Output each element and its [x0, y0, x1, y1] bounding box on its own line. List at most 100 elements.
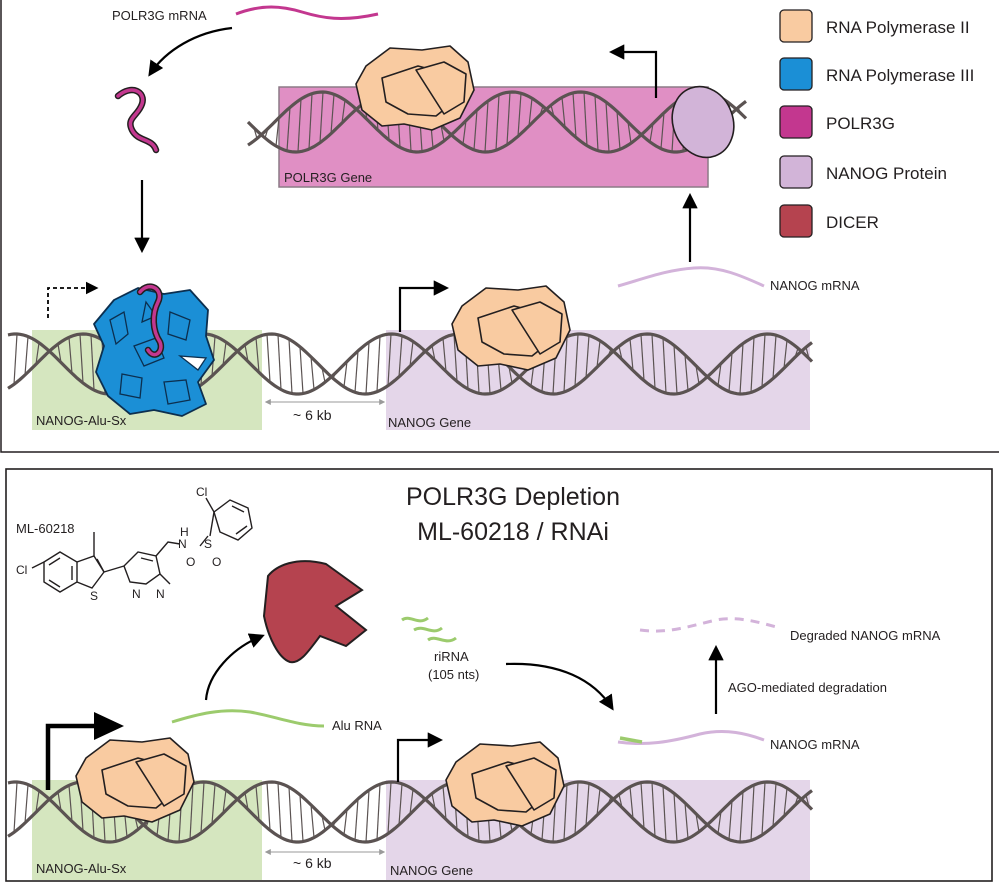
helix-rung	[299, 346, 304, 394]
helix-rung	[244, 792, 249, 810]
atom-s-ring: S	[90, 589, 98, 603]
helix-rung	[563, 336, 568, 393]
atom-n-amide: N	[178, 537, 187, 551]
helix-rung	[660, 112, 665, 149]
helix-rung	[750, 336, 755, 393]
atom-h-amide: H	[180, 525, 189, 539]
helix-rung	[596, 340, 601, 368]
legend-swatch-rna-pol-ii	[779, 9, 813, 43]
helix-rung	[585, 335, 590, 378]
helix-rung	[275, 117, 280, 147]
helix-rung	[57, 791, 62, 811]
helix-rung	[244, 344, 249, 362]
helix-rung	[583, 92, 588, 146]
helix-rung	[761, 334, 766, 388]
top-frame	[0, 0, 999, 453]
helix-rung	[651, 782, 656, 837]
helix-rung	[387, 781, 392, 834]
alu-region-label-top: NANOG-Alu-Sx	[36, 413, 127, 428]
helix-rung	[35, 790, 40, 813]
helix-rung	[684, 802, 689, 839]
legend-label-polr3g: POLR3G	[826, 114, 895, 133]
helix-rung	[495, 94, 500, 151]
helix-rung	[783, 788, 788, 817]
helix-rung	[605, 102, 610, 152]
helix-rung	[673, 345, 678, 394]
helix-rung	[783, 340, 788, 369]
helix-rung	[310, 804, 315, 838]
helix-rung	[640, 782, 645, 829]
mrna-to-protein-arrow	[148, 26, 233, 77]
legend-swatch-polr3g	[779, 105, 813, 139]
legend-label-rna-pol-ii: RNA Polymerase II	[826, 18, 970, 37]
helix-rung	[561, 97, 566, 128]
helix-rung	[772, 335, 777, 379]
helix-rung	[266, 334, 271, 383]
helix-rung	[343, 809, 348, 835]
ago-degradation-label: AGO-mediated degradation	[728, 680, 887, 695]
helix-rung	[517, 93, 522, 137]
nanog-mrna-label-bottom: NANOG mRNA	[770, 737, 860, 752]
atom-cl-1: Cl	[16, 563, 27, 577]
rirna-fragments	[401, 616, 457, 643]
legend-swatch-dicer	[779, 204, 813, 238]
helix-rung	[222, 341, 227, 366]
distance-label-bottom: ~ 6 kb	[293, 855, 332, 871]
dicer-shape	[262, 560, 368, 664]
polr3g-mrna-label: POLR3G mRNA	[112, 8, 207, 23]
compound-label: ML-60218	[16, 521, 75, 536]
helix-rung	[717, 811, 722, 834]
helix-rung	[629, 786, 634, 819]
rirna-label: riRNA	[434, 649, 469, 664]
helix-rung	[341, 100, 346, 124]
helix-rung	[627, 121, 632, 144]
degraded-mrna-label: Degraded NANOG mRNA	[790, 628, 941, 643]
helix-rung	[79, 334, 84, 384]
bottom-title-line2: ML-60218 / RNAi	[417, 518, 609, 546]
rirna-to-nanog-arrow	[505, 662, 614, 711]
helix-rung	[750, 784, 755, 841]
polr3g-subunit-fill	[138, 284, 163, 357]
helix-rung	[640, 334, 645, 381]
helix-rung	[13, 782, 18, 833]
helix-rung	[649, 123, 654, 143]
helix-rung	[57, 343, 62, 363]
helix-rung	[288, 787, 293, 842]
atom-n-pyrazole-1: N	[132, 587, 141, 601]
helix-rung	[662, 786, 667, 842]
polr3g-tss-arrow	[608, 44, 658, 98]
helix-rung	[594, 95, 599, 151]
helix-rung	[13, 334, 18, 385]
helix-rung	[376, 784, 381, 840]
nanog-dna-helix-bottom	[7, 780, 814, 844]
helix-rung	[354, 350, 359, 393]
helix-rung	[330, 94, 335, 134]
helix-rung	[288, 339, 293, 394]
helix-rung	[772, 783, 777, 827]
helix-rung	[651, 334, 656, 389]
helix-rung	[90, 334, 95, 391]
helix-rung	[354, 798, 359, 841]
helix-rung	[255, 337, 260, 373]
helix-rung	[409, 789, 414, 815]
helix-rung	[684, 354, 689, 391]
helix-rung	[319, 91, 324, 143]
legend-swatch-rna-pol-iii	[779, 57, 813, 91]
helix-rung	[299, 794, 304, 842]
helix-strand-2	[247, 90, 748, 154]
atom-o-1: O	[186, 555, 195, 569]
helix-rung	[484, 100, 489, 153]
legend: RNA Polymerase II RNA Polymerase III POL…	[779, 9, 974, 238]
polr3g-mrna-strand	[235, 5, 379, 20]
helix-rung	[528, 98, 533, 127]
polr3g-gene-label: POLR3G Gene	[284, 170, 372, 185]
atom-s-sulfonyl: S	[204, 537, 212, 551]
helix-rung	[35, 342, 40, 365]
ml60218-structure	[31, 497, 253, 593]
rna-pol-ii-nanog-bottom	[445, 741, 565, 827]
alu-rna-label: Alu RNA	[332, 718, 382, 733]
helix-strand-2	[7, 780, 814, 844]
nanog-tss-arrow-top	[398, 280, 450, 332]
legend-label-rna-pol-iii: RNA Polymerase III	[826, 66, 974, 85]
helix-strand-1	[246, 90, 747, 154]
